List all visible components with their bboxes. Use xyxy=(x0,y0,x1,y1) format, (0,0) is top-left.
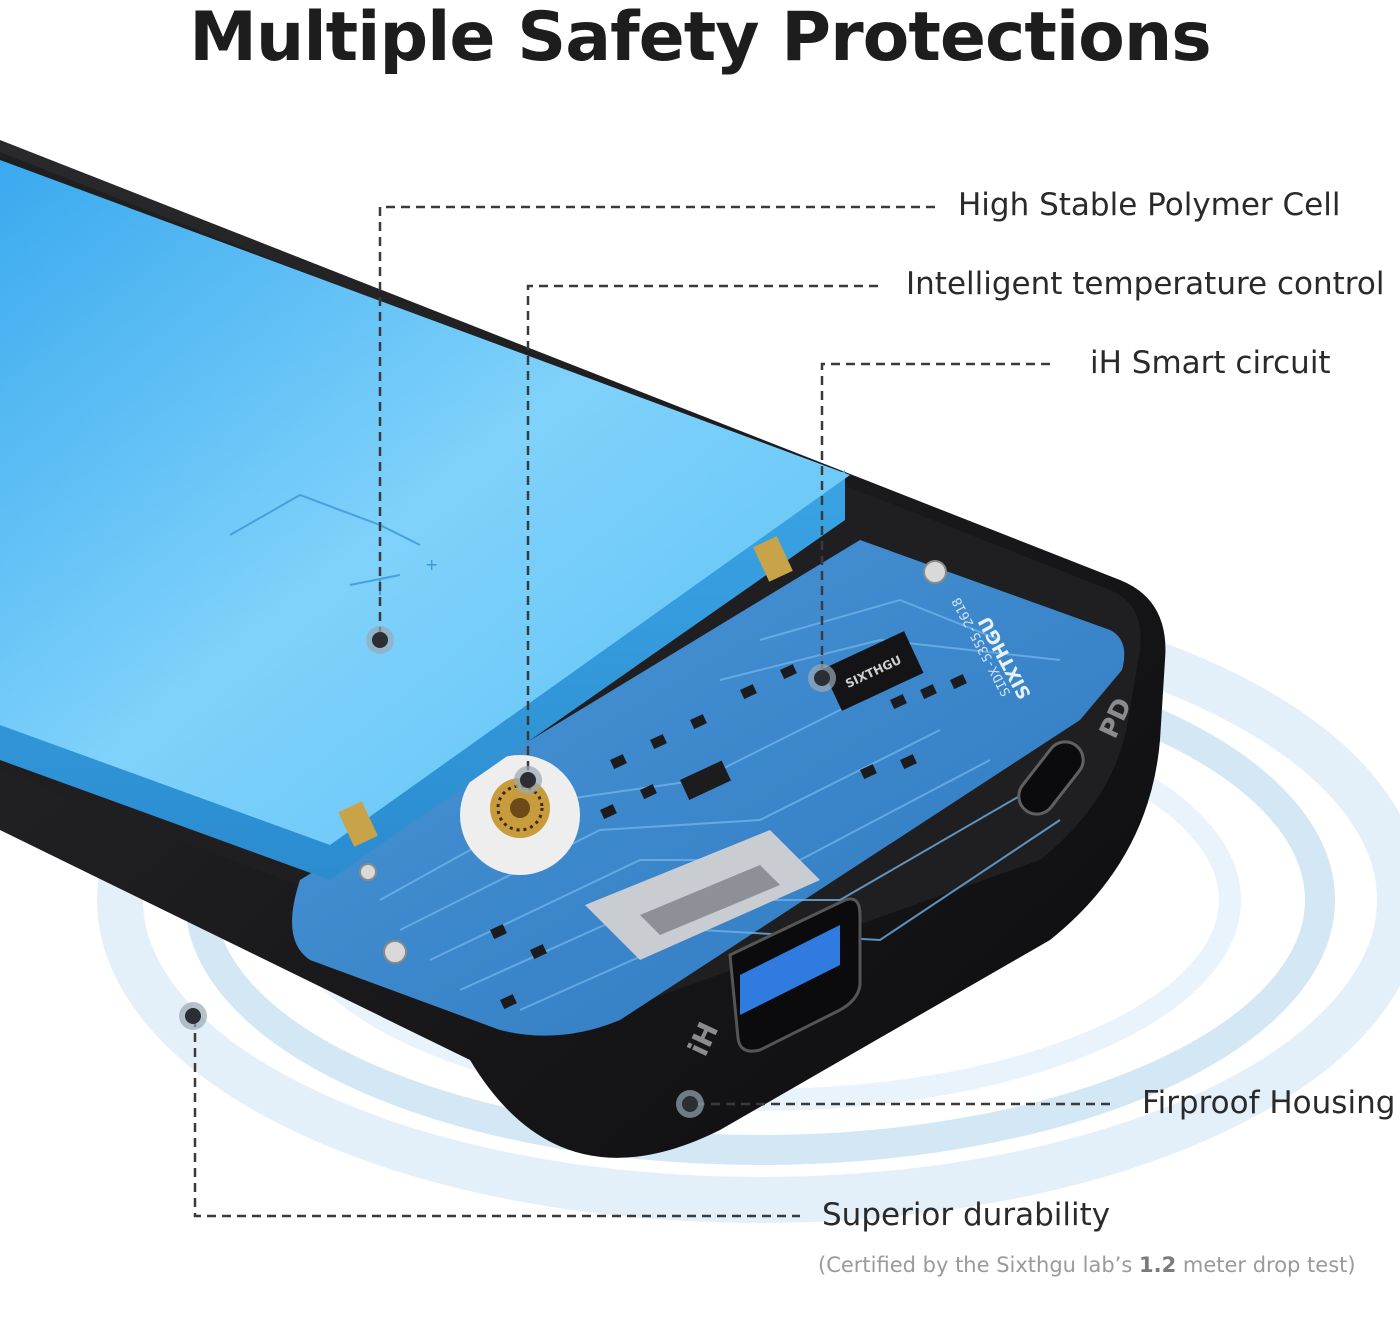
leader-durability xyxy=(193,1018,800,1218)
battery-marking xyxy=(229,493,421,595)
callout-housing-label: Firproof Housing xyxy=(1142,1085,1396,1121)
callout-dots xyxy=(179,626,836,1118)
leader-cell xyxy=(378,205,935,635)
callout-temperature-label: Intelligent temperature control xyxy=(906,266,1385,302)
leader-circuit xyxy=(820,362,1050,676)
usb-a-connector xyxy=(585,830,820,960)
callout-durability-label: Superior durability xyxy=(822,1197,1111,1233)
leader-temperature xyxy=(526,284,878,778)
leader-lines xyxy=(193,205,1110,1218)
smart-circuit-chip: SIXTHGU xyxy=(822,631,924,711)
temperature-inductor xyxy=(460,755,580,875)
drop-test-note-suffix: meter drop test) xyxy=(1176,1253,1356,1277)
drop-test-note: (Certified by the Sixthgu lab’s 1.2 mete… xyxy=(818,1250,1356,1280)
battery-plus-icon: + xyxy=(425,555,438,574)
battery-tab-icon xyxy=(753,536,793,582)
usb-a-port xyxy=(728,897,862,1053)
pcb-screws xyxy=(359,560,947,964)
drop-test-note-value: 1.2 xyxy=(1138,1253,1177,1277)
battery-tab-icon xyxy=(338,801,378,847)
battery-cell xyxy=(0,160,850,845)
battery-side xyxy=(0,470,845,880)
usb-c-port xyxy=(1017,740,1085,816)
drop-test-note-prefix: (Certified by the Sixthgu lab’s xyxy=(818,1253,1139,1277)
callout-circuit-label: iH Smart circuit xyxy=(1090,345,1331,381)
page-title: Multiple Safety Protections xyxy=(189,0,1212,77)
callout-cell-label: High Stable Polymer Cell xyxy=(958,187,1341,223)
